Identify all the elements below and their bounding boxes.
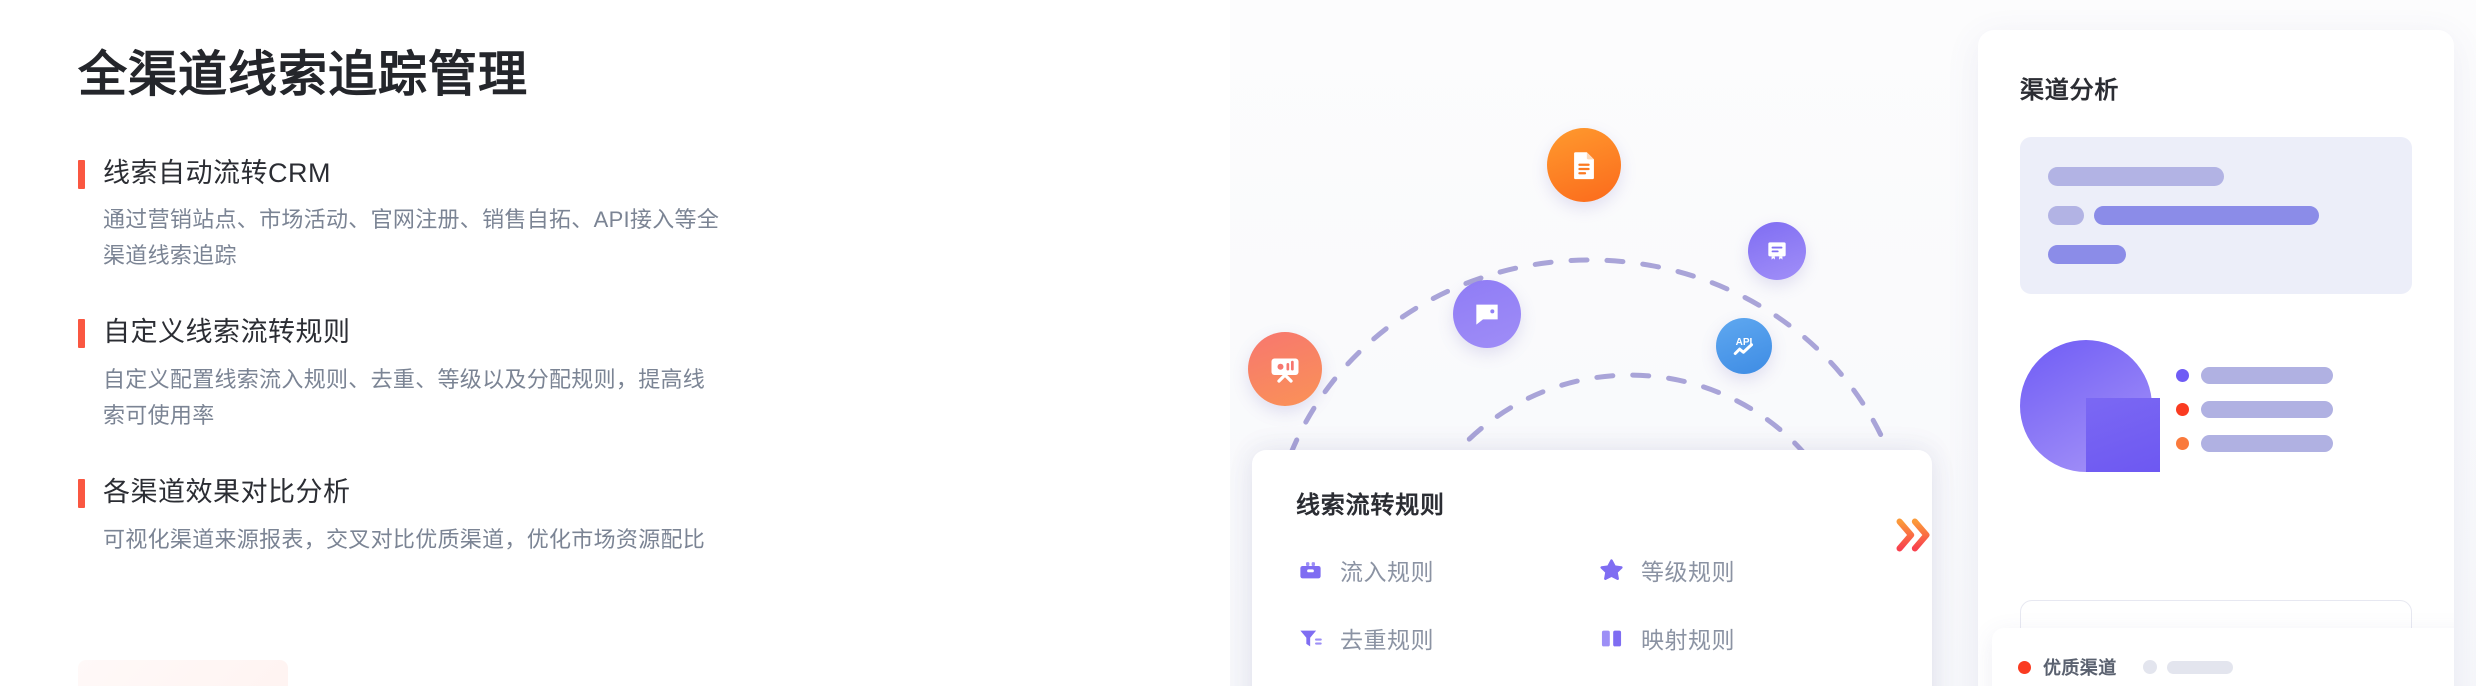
rule-item-mapping[interactable]: 映射规则: [1597, 621, 1888, 655]
skeleton-row: [2048, 245, 2384, 264]
cta-button-peek[interactable]: [78, 660, 288, 686]
dashboard-title: 渠道分析: [2020, 77, 2120, 104]
feature-accent-bar: [78, 319, 85, 349]
legend-item: [2176, 400, 2333, 418]
legend-dot: [2176, 368, 2189, 382]
inbox-icon: [1296, 556, 1324, 584]
rules-card-title: 线索流转规则: [1296, 492, 1445, 519]
rule-label: 流入规则: [1340, 559, 1434, 585]
feature-list: 线索自动流转CRM 通过营销站点、市场活动、官网注册、销售自拓、API接入等全渠…: [78, 155, 1230, 557]
legend-label-skeleton: [2201, 366, 2333, 384]
legend-label-skeleton: [2201, 400, 2333, 418]
legend-dot: [2176, 436, 2189, 450]
svg-text:API: API: [1736, 337, 1753, 348]
header-skeleton: [2142, 660, 2233, 674]
feature-description: 可视化渠道来源报表，交叉对比优质渠道，优化市场资源配比: [103, 526, 706, 552]
analytics-board-icon: [1271, 358, 1299, 383]
skeleton-bar: [2048, 206, 2084, 225]
api-chart-icon: API: [1733, 337, 1753, 355]
feature-accent-bar: [78, 479, 85, 509]
analytics-board-node[interactable]: [1248, 332, 1322, 406]
legend-dot: [2176, 402, 2189, 416]
skeleton-row: [2048, 167, 2384, 186]
skeleton-summary-block: [2020, 137, 2412, 294]
rule-label: 等级规则: [1641, 559, 1735, 585]
double-chevron-right-icon: [1890, 512, 1936, 558]
status-dot-icon: [2018, 660, 2031, 674]
rule-item-grade[interactable]: 等级规则: [1597, 553, 1888, 587]
card-node[interactable]: [1748, 222, 1806, 280]
pie-chart: [2020, 340, 2160, 473]
feature-text-column: 全渠道线索追踪管理 线索自动流转CRM 通过营销站点、市场活动、官网注册、销售自…: [0, 0, 1230, 686]
page-title: 全渠道线索追踪管理: [78, 48, 529, 102]
rule-label: 去重规则: [1340, 627, 1434, 653]
document-icon: [1574, 152, 1594, 180]
rule-item-inflow[interactable]: 流入规则: [1296, 553, 1587, 587]
legend-label-skeleton: [2201, 434, 2333, 452]
feature-item: 自定义线索流转规则 自定义配置线索流入规则、去重、等级以及分配规则，提高线索可使…: [78, 314, 1230, 433]
skeleton-bar: [2166, 660, 2233, 674]
feature-description: 通过营销站点、市场活动、官网注册、销售自拓、API接入等全渠道线索追踪: [103, 207, 720, 268]
skeleton-bar: [2094, 206, 2319, 225]
chat-bubble-icon: [1476, 304, 1498, 325]
legend-item: [2176, 366, 2333, 384]
legend-item: [2176, 434, 2333, 452]
lead-routing-rules-card: 线索流转规则 流入规则: [1252, 450, 1932, 686]
quality-channel-label: 优质渠道: [2043, 658, 2117, 678]
skeleton-row: [2048, 206, 2384, 225]
feature-item: 各渠道效果对比分析 可视化渠道来源报表，交叉对比优质渠道，优化市场资源配比: [78, 474, 1230, 557]
feature-title: 各渠道效果对比分析: [103, 477, 351, 508]
filter-icon: [1296, 624, 1324, 652]
pie-legend: [2176, 361, 2333, 452]
api-node[interactable]: API: [1716, 318, 1772, 374]
feature-title: 线索自动流转CRM: [103, 157, 331, 188]
star-icon: [1597, 556, 1625, 584]
illustration-column: API 线索流转规则 流入规则: [1230, 0, 2476, 686]
feature-title: 自定义线索流转规则: [103, 317, 351, 348]
feature-description: 自定义配置线索流入规则、去重、等级以及分配规则，提高线索可使用率: [103, 366, 706, 428]
rule-item-dedupe[interactable]: 去重规则: [1296, 621, 1587, 655]
rules-grid: 流入规则 等级规则: [1296, 553, 1888, 655]
feature-item: 线索自动流转CRM 通过营销站点、市场活动、官网注册、销售自拓、API接入等全渠…: [78, 155, 1230, 274]
quality-channel-card: 优质渠道: [1992, 628, 2454, 686]
id-card-icon: [1768, 242, 1786, 260]
document-node[interactable]: [1547, 128, 1621, 202]
skeleton-bar: [2048, 245, 2126, 264]
quality-channel-header: 优质渠道: [2018, 654, 2454, 680]
chat-node[interactable]: [1453, 280, 1521, 348]
feature-accent-bar: [78, 159, 85, 189]
pie-chart-section: [2020, 340, 2412, 473]
channel-analysis-panel: 渠道分析: [1978, 30, 2454, 686]
skeleton-bar: [2048, 167, 2224, 186]
pie-slice-minor: [2086, 398, 2160, 473]
skeleton-dot: [2142, 660, 2157, 674]
rule-label: 映射规则: [1641, 627, 1735, 653]
columns-icon: [1597, 624, 1625, 652]
